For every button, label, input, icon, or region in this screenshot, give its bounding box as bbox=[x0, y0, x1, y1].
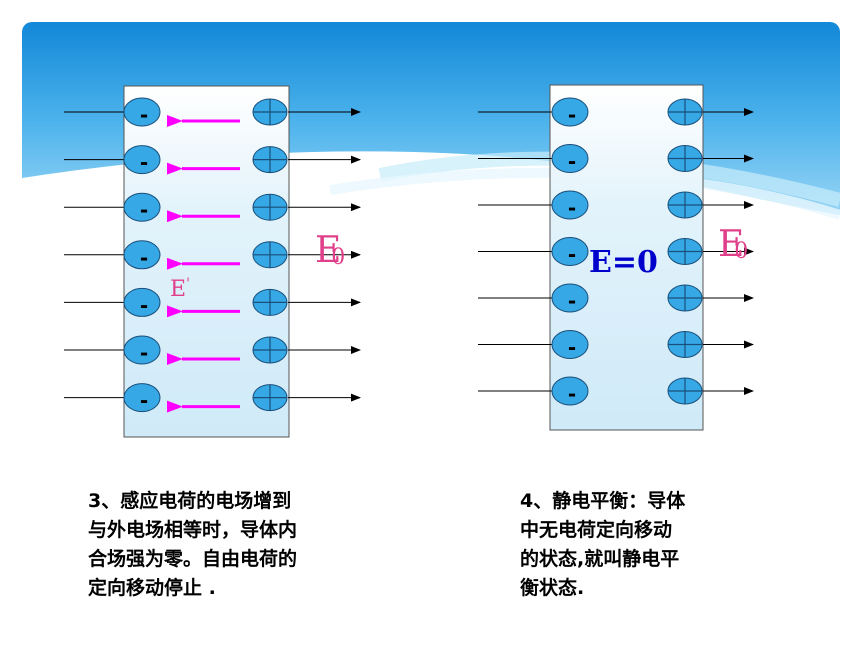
right-negative-sign: - bbox=[568, 243, 576, 267]
left-charge-row: - bbox=[64, 192, 361, 223]
induced-field-label: E' bbox=[170, 276, 190, 302]
left-negative-sign: - bbox=[140, 151, 148, 175]
inner-field-label: E=0 bbox=[589, 245, 658, 280]
left-negative-sign: - bbox=[140, 389, 148, 413]
left-charge-row: - bbox=[64, 335, 361, 365]
left-negative-charge bbox=[123, 335, 161, 365]
left-field-label: E0 bbox=[315, 230, 345, 271]
right-negative-sign: - bbox=[568, 150, 576, 174]
right-negative-charge bbox=[551, 144, 589, 173]
left-negative-charge bbox=[123, 145, 161, 175]
right-charge-row: - bbox=[478, 144, 754, 174]
left-negative-charge bbox=[123, 240, 161, 270]
right-negative-charge bbox=[551, 237, 589, 266]
right-negative-charge bbox=[551, 283, 589, 313]
right-charge-row: - bbox=[478, 97, 754, 127]
right-negative-sign: - bbox=[568, 196, 576, 220]
left-negative-sign: - bbox=[140, 246, 148, 270]
right-negative-charge bbox=[551, 330, 589, 359]
right-negative-charge bbox=[551, 376, 589, 406]
right-charge-row: - bbox=[478, 376, 754, 406]
left-negative-sign: - bbox=[140, 103, 148, 127]
left-negative-sign: - bbox=[140, 341, 148, 365]
left-conductor-panel: - - - - - - - E0 E' bbox=[64, 85, 361, 438]
left-negative-charge bbox=[123, 97, 161, 127]
caption-left: 3、感应电荷的电场增到 与外电场相等时，导体内 合场强为零。自由电荷的 定向移动… bbox=[88, 490, 298, 599]
left-charge-row: - bbox=[64, 145, 361, 175]
right-charge-row: - bbox=[478, 330, 754, 360]
right-charge-row: - bbox=[478, 237, 754, 267]
right-negative-charge bbox=[551, 97, 589, 127]
caption-right: 4、静电平衡：导体 中无电荷定向移动 的状态,就叫静电平 衡状态. bbox=[520, 490, 686, 599]
right-negative-sign: - bbox=[568, 336, 576, 360]
right-negative-charge bbox=[551, 190, 589, 220]
right-charge-row: - bbox=[478, 190, 754, 220]
right-charge-row: - bbox=[478, 283, 754, 313]
left-charge-row: - bbox=[64, 287, 361, 318]
right-field-label: E0 bbox=[718, 224, 748, 265]
left-negative-charge bbox=[123, 383, 161, 413]
left-negative-sign: - bbox=[140, 198, 148, 222]
right-negative-sign: - bbox=[568, 289, 576, 313]
left-negative-charge bbox=[123, 287, 161, 317]
right-negative-sign: - bbox=[568, 382, 576, 406]
left-charge-row: - bbox=[64, 240, 361, 270]
left-charge-row: - bbox=[64, 97, 361, 127]
right-negative-sign: - bbox=[568, 103, 576, 127]
left-negative-charge bbox=[123, 192, 161, 222]
left-negative-sign: - bbox=[140, 293, 148, 317]
right-conductor-panel: - - - - - - - E=0 E0 bbox=[478, 84, 754, 431]
left-charge-row: - bbox=[64, 383, 361, 413]
